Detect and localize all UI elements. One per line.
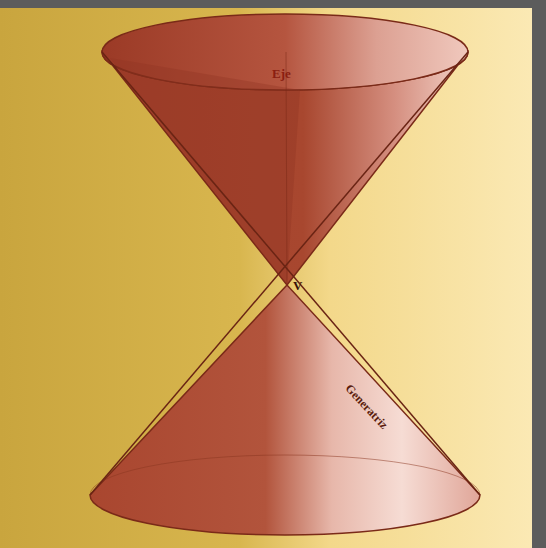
axis-label: Eje	[272, 67, 291, 80]
vertex-label: V	[293, 279, 302, 292]
